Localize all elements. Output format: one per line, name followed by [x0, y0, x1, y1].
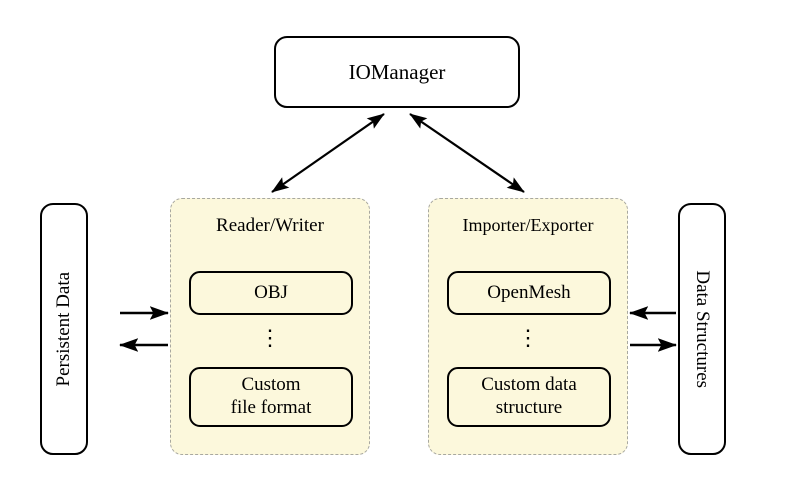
node-persistent-data-label: Persistent Data [52, 271, 74, 387]
node-persistent-data: Persistent Data [40, 203, 88, 455]
node-custom-file-format-line2: file format [230, 397, 312, 418]
node-custom-data-structure-label: Custom data structure [481, 374, 577, 420]
panel-importer-exporter: Importer/Exporter OpenMesh ⋮ Custom data… [428, 198, 628, 455]
arrow-iomanager-readerwriter [271, 113, 385, 193]
node-custom-data-structure-line2: structure [495, 397, 563, 418]
node-custom-data-structure-line1: Custom data [481, 374, 577, 396]
node-openmesh: OpenMesh [447, 271, 611, 315]
node-data-structures: Data Structures [678, 203, 726, 455]
node-custom-file-format: Custom file format [189, 367, 353, 427]
node-openmesh-label: OpenMesh [487, 281, 571, 303]
node-custom-file-format-label: Custom file format [231, 374, 312, 420]
arrow-iomanager-importerexporter [409, 113, 525, 193]
panel-reader-writer-title: Reader/Writer [216, 215, 324, 236]
panel-importer-exporter-title: Importer/Exporter [462, 215, 594, 235]
node-iomanager: IOManager [274, 36, 520, 108]
ellipsis-importer-exporter: ⋮ [517, 325, 539, 350]
node-obj-label: OBJ [254, 281, 288, 303]
node-data-structures-label: Data Structures [692, 270, 714, 388]
node-custom-data-structure: Custom data structure [447, 367, 611, 427]
node-custom-file-format-line1: Custom [241, 374, 301, 396]
node-iomanager-label: IOManager [348, 59, 446, 84]
ellipsis-reader-writer: ⋮ [259, 325, 281, 350]
panel-reader-writer: Reader/Writer OBJ ⋮ Custom file format [170, 198, 370, 455]
node-obj: OBJ [189, 271, 353, 315]
